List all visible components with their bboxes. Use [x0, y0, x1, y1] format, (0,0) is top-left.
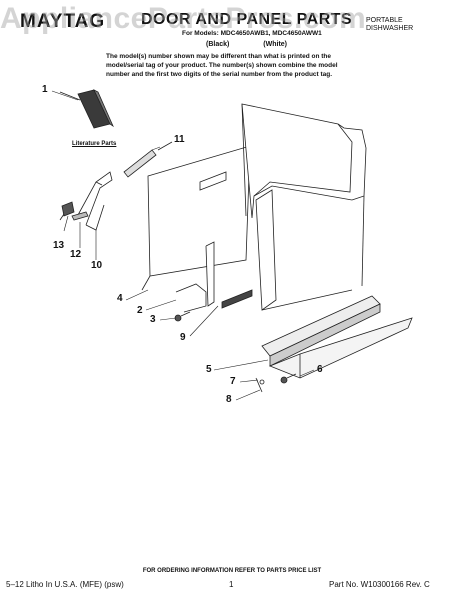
callout-1: 1 — [42, 84, 48, 95]
part-bracket — [77, 171, 113, 231]
callout-2: 2 — [137, 305, 143, 316]
part-trim-strip — [221, 289, 253, 309]
ordering-note: FOR ORDERING INFORMATION REFER TO PARTS … — [142, 568, 322, 574]
callout-4: 4 — [117, 293, 123, 304]
product-type-line-1: PORTABLE — [366, 17, 403, 24]
callout-8: 8 — [226, 394, 232, 405]
callout-13: 13 — [53, 240, 65, 251]
callout-9: 9 — [180, 332, 186, 343]
callout-7: 7 — [230, 376, 236, 387]
part-hinge — [175, 241, 215, 313]
variant-white: (White) — [263, 41, 288, 48]
model-list: For Models: MDC4650AWB1, MDC4650AWW1 — [182, 30, 322, 37]
callout-10: 10 — [91, 260, 103, 271]
product-type: PORTABLE DISHWASHER — [366, 17, 413, 33]
part-inner-panel — [141, 145, 251, 291]
litho-info: 5–12 Litho In U.S.A. (MFE) (psw) — [6, 580, 124, 589]
color-variants: (Black) (White) — [206, 41, 319, 48]
brand-logo: MAYTAG — [20, 11, 106, 32]
page-title: DOOR AND PANEL PARTS — [141, 11, 353, 28]
callout-6: 6 — [317, 364, 323, 375]
part-kickplate — [261, 295, 413, 379]
callout-5: 5 — [206, 364, 212, 375]
part-handle-strip — [123, 141, 173, 178]
part-small-pin — [71, 211, 89, 221]
part-literature — [59, 89, 114, 129]
model-note: The model(s) number shown may be differe… — [106, 53, 338, 78]
watermark: AppliancePartsPros.com — [0, 2, 367, 35]
part-outer-door — [241, 103, 367, 311]
part-number: Part No. W10300166 Rev. C — [329, 580, 430, 589]
part-fasteners — [255, 373, 297, 393]
callout-3: 3 — [150, 314, 156, 325]
part-clip — [59, 201, 75, 221]
variant-black: (Black) — [206, 41, 230, 48]
page-number: 1 — [229, 580, 234, 589]
callout-12: 12 — [70, 249, 82, 260]
literature-parts-label: Literature Parts — [72, 141, 117, 147]
product-type-line-2: DISHWASHER — [366, 25, 414, 32]
callout-11: 11 — [174, 134, 185, 145]
part-screw — [174, 311, 191, 322]
